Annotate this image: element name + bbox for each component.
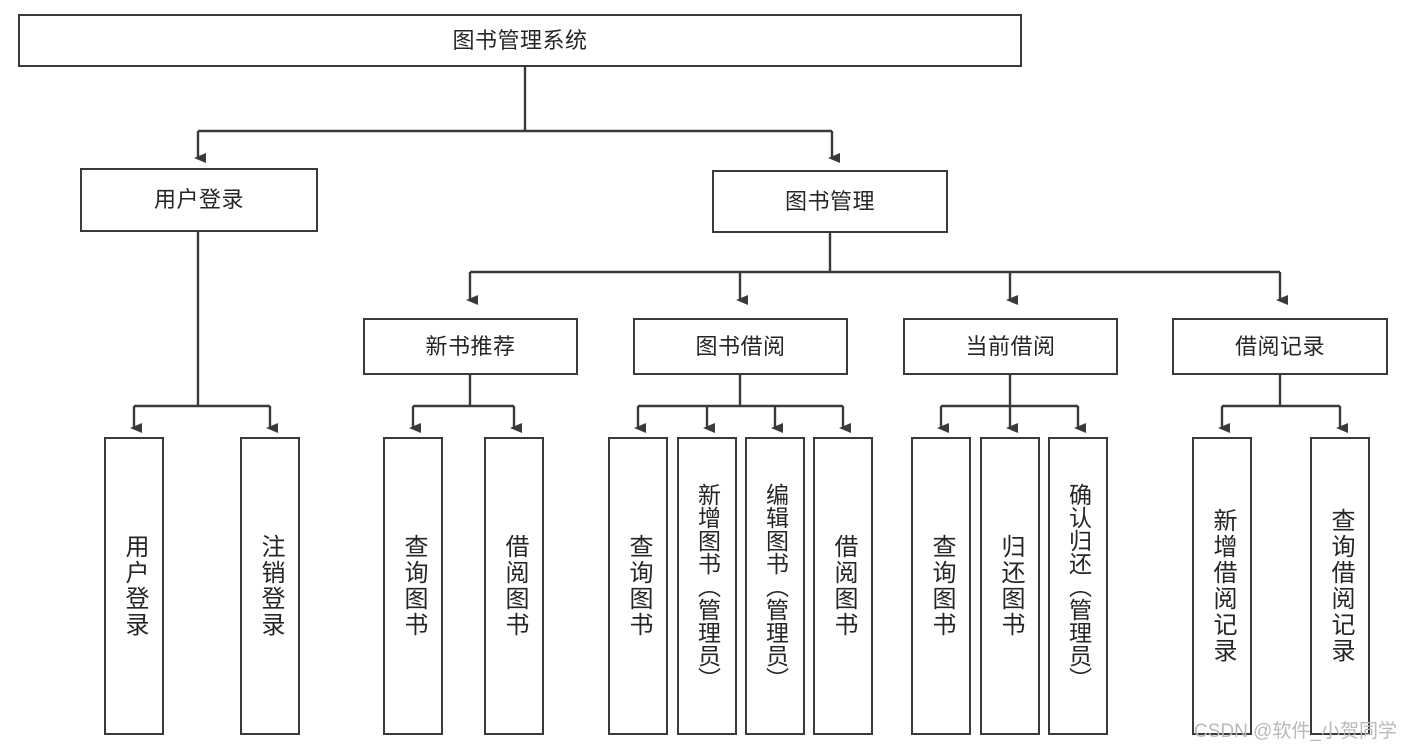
node-book-borrow[interactable]: 图书借阅 xyxy=(633,318,848,375)
leaf-borrow-book-new[interactable]: 借阅图书 xyxy=(484,437,544,735)
node-label: 借阅记录 xyxy=(1234,333,1325,359)
leaf-query-borrow-record[interactable]: 查询借阅记录 xyxy=(1310,437,1370,735)
leaf-add-borrow-record[interactable]: 新增借阅记录 xyxy=(1192,437,1252,735)
node-label: 注销登录 xyxy=(257,534,284,638)
leaf-add-book-admin[interactable]: 新增图书（管理员） xyxy=(677,437,737,735)
node-label: 新书推荐 xyxy=(425,333,516,359)
leaf-query-book-current[interactable]: 查询图书 xyxy=(911,437,971,735)
leaf-return-book[interactable]: 归还图书 xyxy=(980,437,1040,735)
node-root-system[interactable]: 图书管理系统 xyxy=(18,14,1022,67)
node-label: 查询图书 xyxy=(400,534,427,638)
leaf-user-login[interactable]: 用户登录 xyxy=(104,437,164,735)
node-label: 查询图书 xyxy=(625,534,652,638)
leaf-logout[interactable]: 注销登录 xyxy=(240,437,300,735)
node-label: 新增图书（管理员） xyxy=(694,482,721,690)
node-borrow-record[interactable]: 借阅记录 xyxy=(1172,318,1388,375)
node-label: 图书管理系统 xyxy=(452,27,588,53)
node-label: 图书借阅 xyxy=(695,333,786,359)
node-label: 新增借阅记录 xyxy=(1209,508,1236,664)
leaf-confirm-return-admin[interactable]: 确认归还（管理员） xyxy=(1048,437,1108,735)
watermark: CSDN @软件_小贺同学 xyxy=(1194,721,1397,742)
node-label: 用户登录 xyxy=(153,187,244,213)
leaf-edit-book-admin[interactable]: 编辑图书（管理员） xyxy=(745,437,805,735)
node-label: 编辑图书（管理员） xyxy=(762,482,789,690)
node-label: 归还图书 xyxy=(997,534,1024,638)
node-book-management[interactable]: 图书管理 xyxy=(712,170,948,233)
node-label: 用户登录 xyxy=(121,534,148,638)
node-label: 查询借阅记录 xyxy=(1327,508,1354,664)
node-label: 确认归还（管理员） xyxy=(1065,482,1092,690)
node-new-book-recommend[interactable]: 新书推荐 xyxy=(363,318,578,375)
leaf-borrow-book[interactable]: 借阅图书 xyxy=(813,437,873,735)
leaf-query-book-borrow[interactable]: 查询图书 xyxy=(608,437,668,735)
leaf-query-book-new[interactable]: 查询图书 xyxy=(383,437,443,735)
node-label: 当前借阅 xyxy=(965,333,1056,359)
node-current-borrow[interactable]: 当前借阅 xyxy=(903,318,1118,375)
node-label: 图书管理 xyxy=(784,188,875,214)
node-label: 借阅图书 xyxy=(501,534,528,638)
node-label: 借阅图书 xyxy=(830,534,857,638)
node-user-login[interactable]: 用户登录 xyxy=(80,168,318,232)
node-label: 查询图书 xyxy=(928,534,955,638)
